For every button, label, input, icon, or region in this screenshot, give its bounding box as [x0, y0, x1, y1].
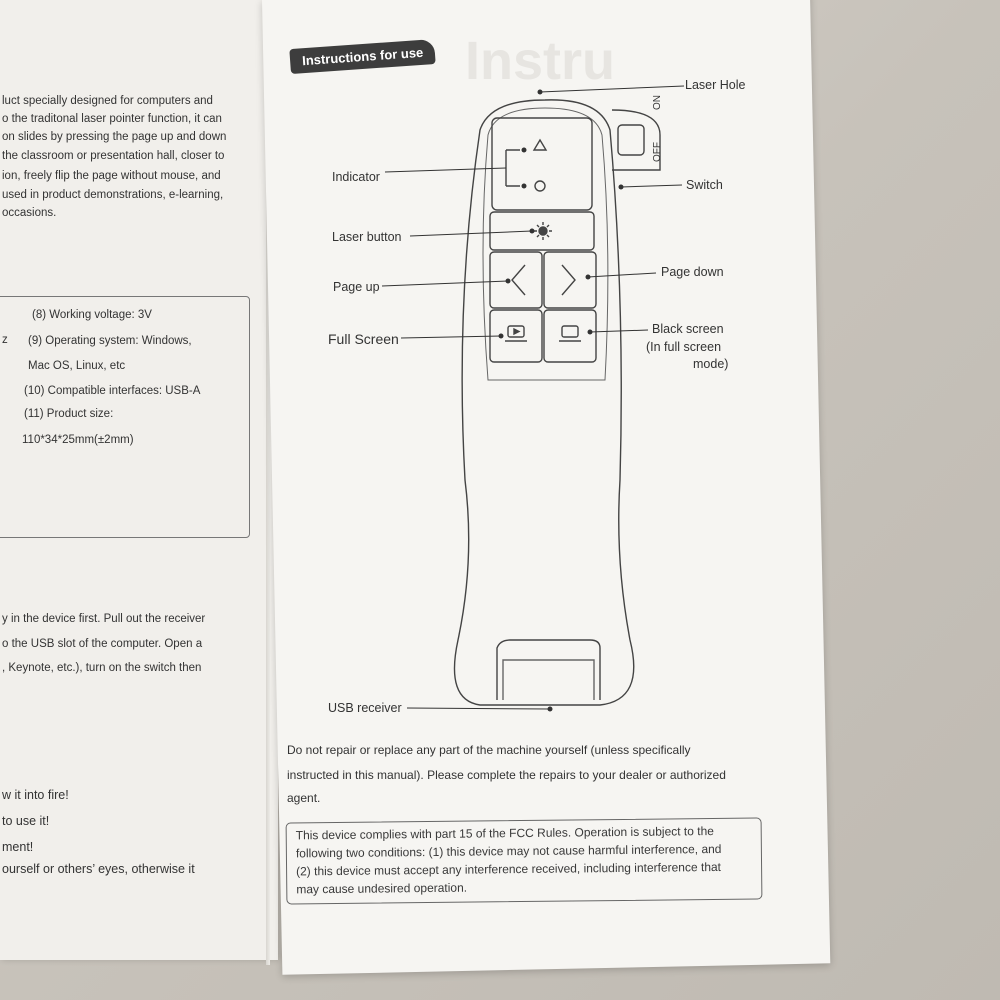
spec-line: 110*34*25mm(±2mm) [22, 434, 134, 446]
usage-line: o the USB slot of the computer. Open a [2, 638, 203, 650]
intro-line: ion, freely flip the page without mouse,… [2, 170, 221, 182]
usb-receiver-label: USB receiver [328, 701, 402, 715]
page-down-label: Page down [661, 265, 724, 279]
repair-line: instructed in this manual). Please compl… [287, 768, 726, 782]
intro-line: occasions. [2, 207, 57, 219]
laser-button-shape [489, 211, 595, 251]
black-screen-label: (In full screen [646, 340, 722, 354]
usb-receiver-shape [496, 639, 601, 700]
intro-line: used in product demonstrations, e-learni… [2, 189, 224, 201]
spec-line: (9) Operating system: Windows, [28, 335, 192, 347]
switch-label: Switch [686, 178, 723, 192]
fullscreen-icon [507, 325, 525, 338]
page-down-button-shape [543, 251, 597, 309]
switch-slider [617, 124, 645, 156]
fcc-line: may cause undesired operation. [296, 880, 468, 897]
device-inner-outline [482, 107, 609, 381]
switch-off-label: OFF [652, 142, 663, 162]
circle-icon [534, 180, 546, 192]
blackscreen-icon [561, 325, 579, 338]
spec-box [0, 296, 250, 538]
repair-line: Do not repair or replace any part of the… [287, 743, 691, 757]
fcc-notice-box: This device complies with part 15 of the… [285, 817, 763, 905]
warning-line: to use it! [2, 814, 50, 828]
intro-line: luct specially designed for computers an… [2, 95, 213, 107]
spec-line: (10) Compatible interfaces: USB-A [24, 385, 201, 397]
indicator-label: Indicator [332, 170, 380, 184]
black-screen-label: Black screen [652, 322, 724, 336]
usage-line: , Keynote, etc.), turn on the switch the… [2, 662, 202, 674]
usage-line: y in the device first. Pull out the rece… [2, 613, 206, 625]
left-page: luct specially designed for computers an… [0, 0, 278, 960]
page-fold [266, 0, 270, 965]
triangle-icon [532, 138, 548, 151]
chevron-left-icon [511, 264, 526, 296]
warning-line: w it into fire! [2, 788, 69, 802]
switch-housing [611, 109, 661, 171]
intro-line: the classroom or presentation hall, clos… [2, 150, 225, 162]
page-up-label: Page up [333, 280, 380, 294]
laser-button-label: Laser button [332, 230, 402, 244]
spec-line: (8) Working voltage: 3V [32, 309, 152, 321]
laser-icon [538, 226, 548, 236]
intro-line: o the traditonal laser pointer function,… [2, 113, 222, 125]
device-outline [453, 99, 635, 706]
intro-line: on slides by pressing the page up and do… [2, 131, 227, 143]
black-screen-label: mode) [693, 357, 729, 371]
laser-hole-label: Laser Hole [685, 78, 746, 92]
warning-line: ourself or others’ eyes, otherwise it [2, 862, 195, 876]
repair-line: agent. [287, 791, 321, 805]
full-screen-label: Full Screen [328, 331, 399, 347]
spec-line: (11) Product size: [24, 408, 114, 420]
watermark-title: Instru [465, 31, 616, 91]
switch-on-label: ON [652, 95, 663, 110]
spec-line: Mac OS, Linux, etc [28, 360, 126, 372]
warning-line: ment! [2, 840, 34, 854]
spec-prefix: z [2, 334, 8, 346]
page-up-button-shape [489, 251, 543, 309]
black-screen-button-shape [543, 309, 597, 363]
chevron-right-icon [561, 264, 576, 296]
indicator-panel [491, 117, 593, 211]
